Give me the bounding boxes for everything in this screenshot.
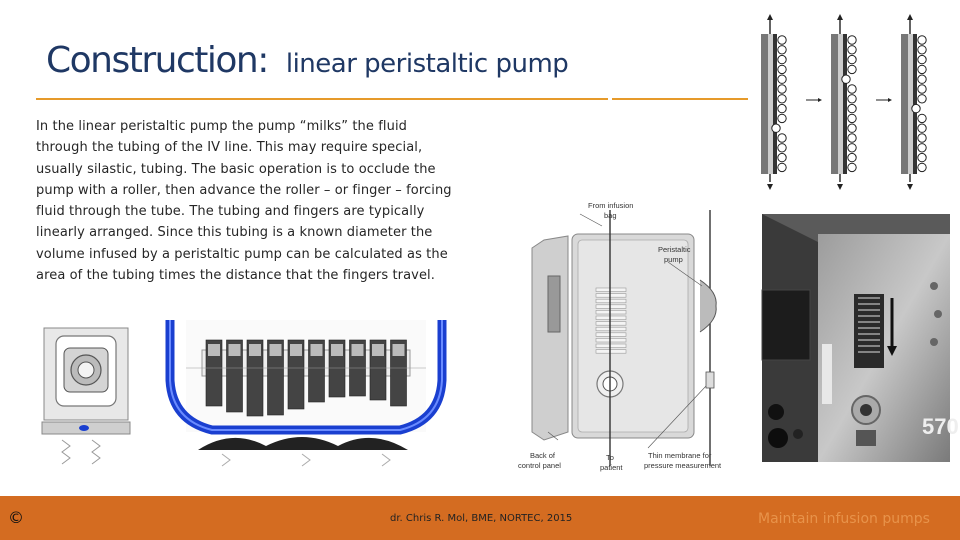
title-main: Construction: bbox=[46, 40, 269, 81]
pump-cassette-diagram: From infusion bag Peristaltic pump Back … bbox=[518, 196, 758, 476]
label-bag: bag bbox=[604, 211, 617, 220]
sequence-step-1 bbox=[761, 14, 777, 190]
label-peristaltic: Peristaltic bbox=[658, 245, 691, 254]
body-line: pump with a roller, then advance the rol… bbox=[36, 182, 452, 198]
label-to: To bbox=[606, 453, 614, 462]
body-paragraph: In the linear peristaltic pump the pump … bbox=[36, 116, 500, 286]
body-line: fluid through the tube. The tubing and f… bbox=[36, 204, 425, 220]
sequence-step-2 bbox=[831, 14, 847, 190]
finger-mechanism-diagram bbox=[162, 320, 450, 470]
cross-section-diagram bbox=[36, 322, 136, 470]
label-thin-membrane: Thin membrane for bbox=[648, 451, 712, 460]
label-pump: pump bbox=[664, 255, 683, 264]
body-line: through the tubing of the IV line. This … bbox=[36, 140, 423, 156]
title-underline-right bbox=[612, 98, 748, 100]
title-underline bbox=[36, 98, 608, 100]
open-pump-photo: 570 bbox=[761, 214, 959, 462]
footer-topic: Maintain infusion pumps bbox=[758, 511, 930, 527]
slide-title: Construction: linear peristaltic pump bbox=[46, 40, 569, 81]
finger-sequence-diagram bbox=[758, 12, 950, 192]
copyright-symbol: © bbox=[8, 508, 24, 527]
label-pressure-measurement: pressure measurement bbox=[644, 461, 722, 470]
label-control-panel: control panel bbox=[518, 461, 561, 470]
pump-model-number: 570 bbox=[922, 414, 959, 439]
body-line: usually silastic, tubing. The basic oper… bbox=[36, 161, 436, 177]
body-line: linearly arranged. Since this tubing is … bbox=[36, 225, 433, 241]
title-sub: linear peristaltic pump bbox=[285, 49, 569, 79]
label-from-infusion: From infusion bbox=[588, 201, 633, 210]
label-patient: patient bbox=[600, 463, 623, 472]
label-back-of: Back of bbox=[530, 451, 556, 460]
body-line: volume infused by a peristaltic pump can… bbox=[36, 246, 448, 262]
sequence-step-3 bbox=[901, 14, 917, 190]
footer-bar: © dr. Chris R. Mol, BME, NORTEC, 2015 Ma… bbox=[0, 496, 960, 540]
body-line: area of the tubing times the distance th… bbox=[36, 268, 436, 284]
body-line: In the linear peristaltic pump the pump … bbox=[36, 119, 408, 134]
footer-author: dr. Chris R. Mol, BME, NORTEC, 2015 bbox=[390, 513, 573, 524]
